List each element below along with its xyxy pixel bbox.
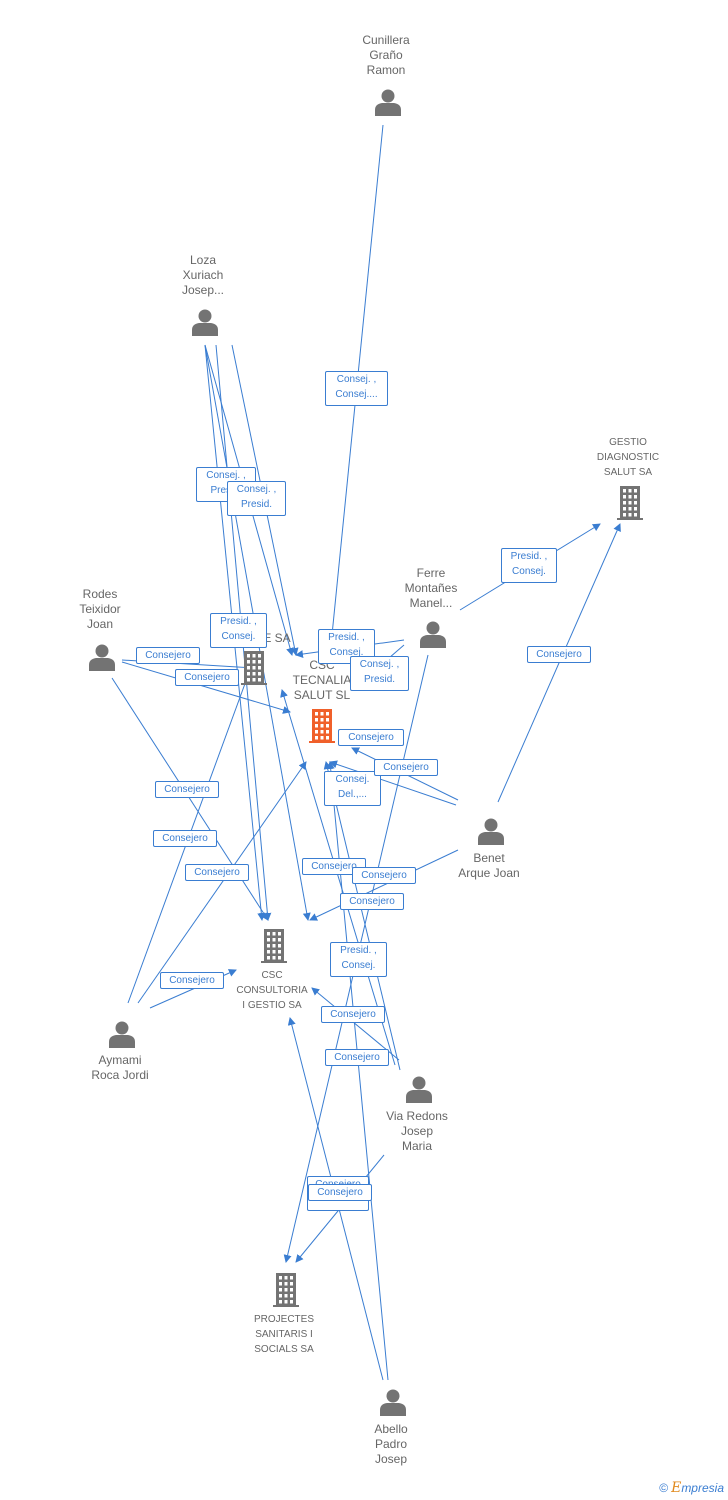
edge-role-label: Consejero xyxy=(340,893,404,910)
person-icon-benet[interactable] xyxy=(478,818,504,846)
company-icon-projectes[interactable] xyxy=(273,1273,299,1307)
node-label-benet[interactable]: Benet Arque Joan xyxy=(458,851,520,880)
edge-role-label: Consej. Del.,... xyxy=(324,771,381,806)
relationship-edge xyxy=(311,987,400,1061)
edge-role-label: Consejero xyxy=(308,1184,372,1201)
nodes-layer xyxy=(89,89,643,1417)
relationship-edge xyxy=(329,760,457,806)
edge-role-label: Consej. , Consej.... xyxy=(325,371,388,406)
relationship-edge xyxy=(309,849,459,921)
node-label-aymami[interactable]: Aymami Roca Jordi xyxy=(91,1053,149,1082)
edge-role-label: Consejero xyxy=(155,781,219,798)
person-icon-loza[interactable] xyxy=(192,309,218,337)
person-icon-cunillera[interactable] xyxy=(375,89,401,117)
node-label-viaredons[interactable]: Via Redons Josep Maria xyxy=(386,1109,448,1153)
edge-role-label: Consejero xyxy=(185,864,249,881)
person-icon-ferre[interactable] xyxy=(420,621,446,649)
brand-name: mpresia xyxy=(681,1481,724,1495)
node-label-esa[interactable]: E SA xyxy=(263,631,291,645)
node-label-tecnalia[interactable]: CSC TECNALIA SALUT SL xyxy=(292,658,352,702)
company-icon-tecnalia[interactable] xyxy=(309,709,335,743)
edge-role-label: Consejero xyxy=(374,759,438,776)
person-icon-aymami[interactable] xyxy=(109,1021,135,1049)
copyright-symbol: © xyxy=(659,1481,669,1495)
relationship-edge xyxy=(111,677,269,921)
node-label-abello[interactable]: Abello Padro Josep xyxy=(374,1422,408,1466)
person-icon-abello[interactable] xyxy=(380,1389,406,1417)
relationship-edge xyxy=(497,523,621,803)
edge-role-label: Consejero xyxy=(321,1006,385,1023)
edge-role-label: Consejero xyxy=(325,1049,389,1066)
company-icon-gestio[interactable] xyxy=(617,486,643,520)
relationship-edge xyxy=(137,761,307,1004)
node-label-loza[interactable]: Loza Xuriach Josep... xyxy=(181,253,225,297)
edge-role-label: Consejero xyxy=(302,858,366,875)
person-icon-rodes[interactable] xyxy=(89,644,115,672)
edge-role-label: Consejero xyxy=(352,867,416,884)
edge-role-label: Consejero xyxy=(153,830,217,847)
edge-role-label: Consejero xyxy=(160,972,224,989)
edge-role-label: Consej. , Presid. xyxy=(227,481,286,516)
empresia-brand[interactable]: ©Empresia xyxy=(659,1480,724,1496)
node-label-projectes[interactable]: PROJECTES SANITARIS I SOCIALS SA xyxy=(253,1314,314,1355)
edge-role-label: Presid. , Consej. xyxy=(330,942,387,977)
relationship-edge xyxy=(323,761,401,1071)
node-label-consultoria[interactable]: CSC CONSULTORIA I GESTIO SA xyxy=(236,970,308,1011)
company-icon-consultoria[interactable] xyxy=(261,929,287,963)
relationship-edge xyxy=(121,661,291,714)
node-label-cunillera[interactable]: Cunillera Graño Ramon xyxy=(362,33,410,77)
brand-initial: E xyxy=(671,1480,682,1496)
edge-role-label: Consejero xyxy=(136,647,200,664)
node-label-rodes[interactable]: Rodes Teixidor Joan xyxy=(79,587,121,631)
person-icon-viaredons[interactable] xyxy=(406,1076,432,1104)
node-label-ferre[interactable]: Ferre Montañes Manel... xyxy=(404,566,458,610)
relationship-edge xyxy=(280,689,396,1066)
edge-role-label: Consejero xyxy=(338,729,404,746)
node-label-gestio[interactable]: GESTIO DIAGNOSTIC SALUT SA xyxy=(596,437,660,478)
edge-role-label: Presid. , Consej. xyxy=(501,548,557,583)
edge-role-label: Presid. , Consej. xyxy=(210,613,267,648)
edge-role-label: Consejero xyxy=(527,646,591,663)
edge-role-label: Consejero xyxy=(175,669,239,686)
company-icon-esa[interactable] xyxy=(241,651,267,685)
edge-role-label: Consej. , Presid. xyxy=(350,656,409,691)
